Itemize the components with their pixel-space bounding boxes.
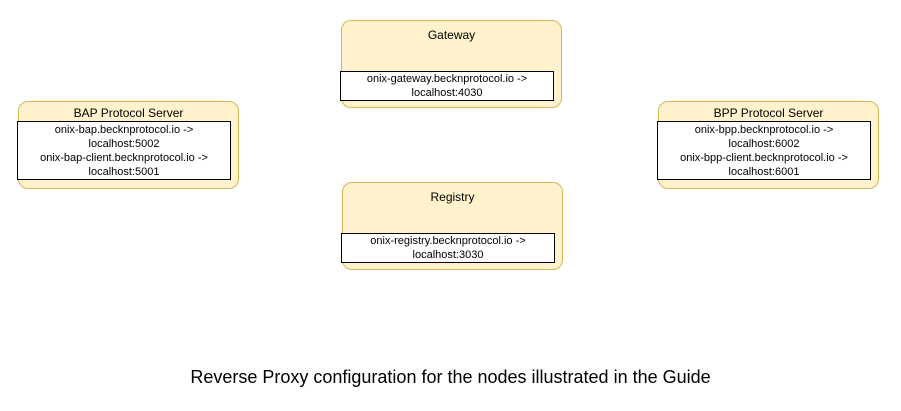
mapping-host: onix-bap-client.becknprotocol.io ->	[40, 151, 208, 164]
mapping-target: localhost:6001	[728, 165, 800, 178]
node-registry: Registry onix-registry.becknprotocol.io …	[341, 182, 563, 270]
mapping-target: localhost:4030	[411, 87, 483, 99]
node-gateway: Gateway onix-gateway.becknprotocol.io ->…	[340, 20, 562, 108]
node-bap-protocol-server: BAP Protocol Server onix-bap.becknprotoc…	[17, 101, 239, 189]
mapping-target: localhost:5002	[88, 137, 160, 150]
node-bap-title: BAP Protocol Server	[73, 106, 184, 120]
mapping-target: localhost:5001	[88, 165, 160, 178]
mapping-host: onix-gateway.becknprotocol.io ->	[366, 73, 528, 85]
node-bpp-protocol-server: BPP Protocol Server onix-bpp.becknprotoc…	[657, 101, 879, 189]
node-bpp-mapping-box: onix-bpp.becknprotocol.io -> localhost:6…	[657, 121, 871, 180]
mapping-host: onix-registry.becknprotocol.io ->	[370, 235, 526, 247]
node-bpp-title: BPP Protocol Server	[713, 106, 824, 120]
mapping-target: localhost:3030	[412, 249, 484, 261]
mapping-target: localhost:6002	[728, 137, 800, 150]
mapping-host: onix-bpp-client.becknprotocol.io ->	[680, 151, 848, 164]
node-bap-mapping-box: onix-bap.becknprotocol.io -> localhost:5…	[17, 121, 231, 180]
node-gateway-mapping-box: onix-gateway.becknprotocol.io -> localho…	[340, 71, 554, 101]
node-registry-mapping-box: onix-registry.becknprotocol.io -> localh…	[341, 233, 555, 263]
node-registry-title: Registry	[430, 190, 475, 204]
mapping-host: onix-bpp.becknprotocol.io ->	[694, 123, 834, 136]
node-gateway-title: Gateway	[427, 28, 476, 42]
diagram-caption: Reverse Proxy configuration for the node…	[190, 367, 711, 387]
mapping-host: onix-bap.becknprotocol.io ->	[54, 123, 194, 136]
